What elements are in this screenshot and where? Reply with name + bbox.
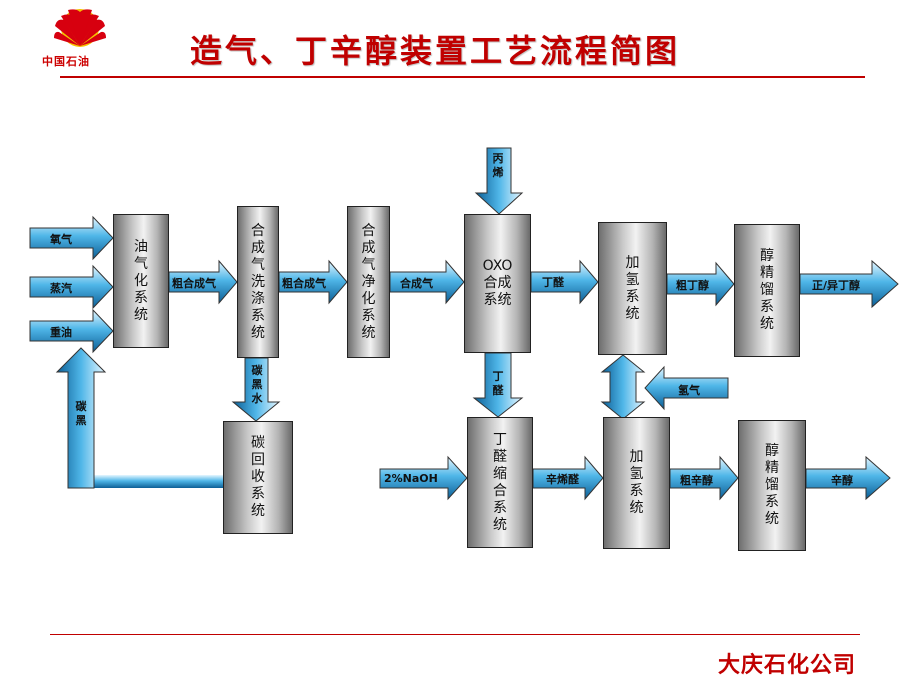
label-heavy-oil: 重油 xyxy=(50,326,72,339)
unit-condensation: 丁醛缩合系统 xyxy=(467,417,533,548)
arrow-butanol-product xyxy=(799,259,899,309)
arrow-propylene xyxy=(474,147,524,215)
unit-hydrogenation-2: 加氢系统 xyxy=(603,417,670,549)
label-octanol-product: 辛醇 xyxy=(831,474,853,487)
unit-distillation-2: 醇精馏系统 xyxy=(738,420,806,551)
arrow-syngas xyxy=(389,259,465,305)
label-crude-syngas-2: 粗合成气 xyxy=(282,277,326,290)
unit-gasification: 油气化系统 xyxy=(113,214,169,348)
label-carbon-black: 碳黑 xyxy=(75,400,87,427)
arrow-carbon-black xyxy=(55,347,107,489)
title-divider xyxy=(60,76,865,78)
arrow-butanal-2 xyxy=(472,352,524,418)
label-carbon-black-water: 碳黑水 xyxy=(251,364,263,405)
footer-divider xyxy=(50,634,860,635)
unit-distillation-1: 醇精馏系统 xyxy=(734,224,800,357)
unit-washing: 合成气洗涤系统 xyxy=(237,206,279,358)
arrow-steam xyxy=(29,264,114,310)
arrow-octenal xyxy=(532,455,604,501)
label-propylene: 丙烯 xyxy=(492,152,504,179)
arrow-hydrogen xyxy=(644,365,729,411)
label-butanal-2: 丁醛 xyxy=(492,370,504,397)
label-crude-butanol: 粗丁醇 xyxy=(676,279,709,292)
label-hydrogen: 氢气 xyxy=(678,384,700,397)
petrochina-logo-icon xyxy=(54,9,106,47)
label-steam: 蒸汽 xyxy=(50,282,72,295)
arrow-crude-octanol xyxy=(669,455,739,501)
label-oxygen: 氧气 xyxy=(50,233,72,246)
arrow-crude-syngas-1 xyxy=(168,259,238,305)
unit-purification: 合成气净化系统 xyxy=(347,206,390,358)
arrow-oxygen xyxy=(29,215,114,261)
company-name: 大庆石化公司 xyxy=(717,652,856,678)
label-octenal: 辛烯醛 xyxy=(546,473,579,486)
unit-carbon-recovery: 碳回收系统 xyxy=(223,421,293,534)
arrow-crude-butanol xyxy=(666,261,735,307)
label-butanol-product: 正/异丁醇 xyxy=(812,279,861,292)
label-butanal-1: 丁醛 xyxy=(542,276,564,289)
label-syngas: 合成气 xyxy=(400,277,433,290)
label-naoh: 2%NaOH xyxy=(384,472,438,485)
unit-hydrogenation-1: 加氢系统 xyxy=(598,222,667,355)
page-title: 造气、丁辛醇装置工艺流程简图 xyxy=(190,32,681,70)
unit-oxo: OXO合成系统 xyxy=(464,214,531,353)
arrow-carbon-black-water xyxy=(231,357,281,422)
arrow-octanol-product xyxy=(805,455,891,501)
arrow-butanal-1 xyxy=(530,259,599,305)
carbon-black-return-line xyxy=(92,475,224,488)
logo-text: 中国石油 xyxy=(42,55,90,68)
label-crude-syngas-1: 粗合成气 xyxy=(172,277,216,290)
arrow-crude-syngas-2 xyxy=(278,259,348,305)
arrow-heavy-oil xyxy=(29,308,114,354)
arrow-naoh xyxy=(379,455,468,501)
arrow-hydrogen-double xyxy=(600,354,646,420)
company-logo xyxy=(40,8,120,72)
label-crude-octanol: 粗辛醇 xyxy=(680,474,713,487)
